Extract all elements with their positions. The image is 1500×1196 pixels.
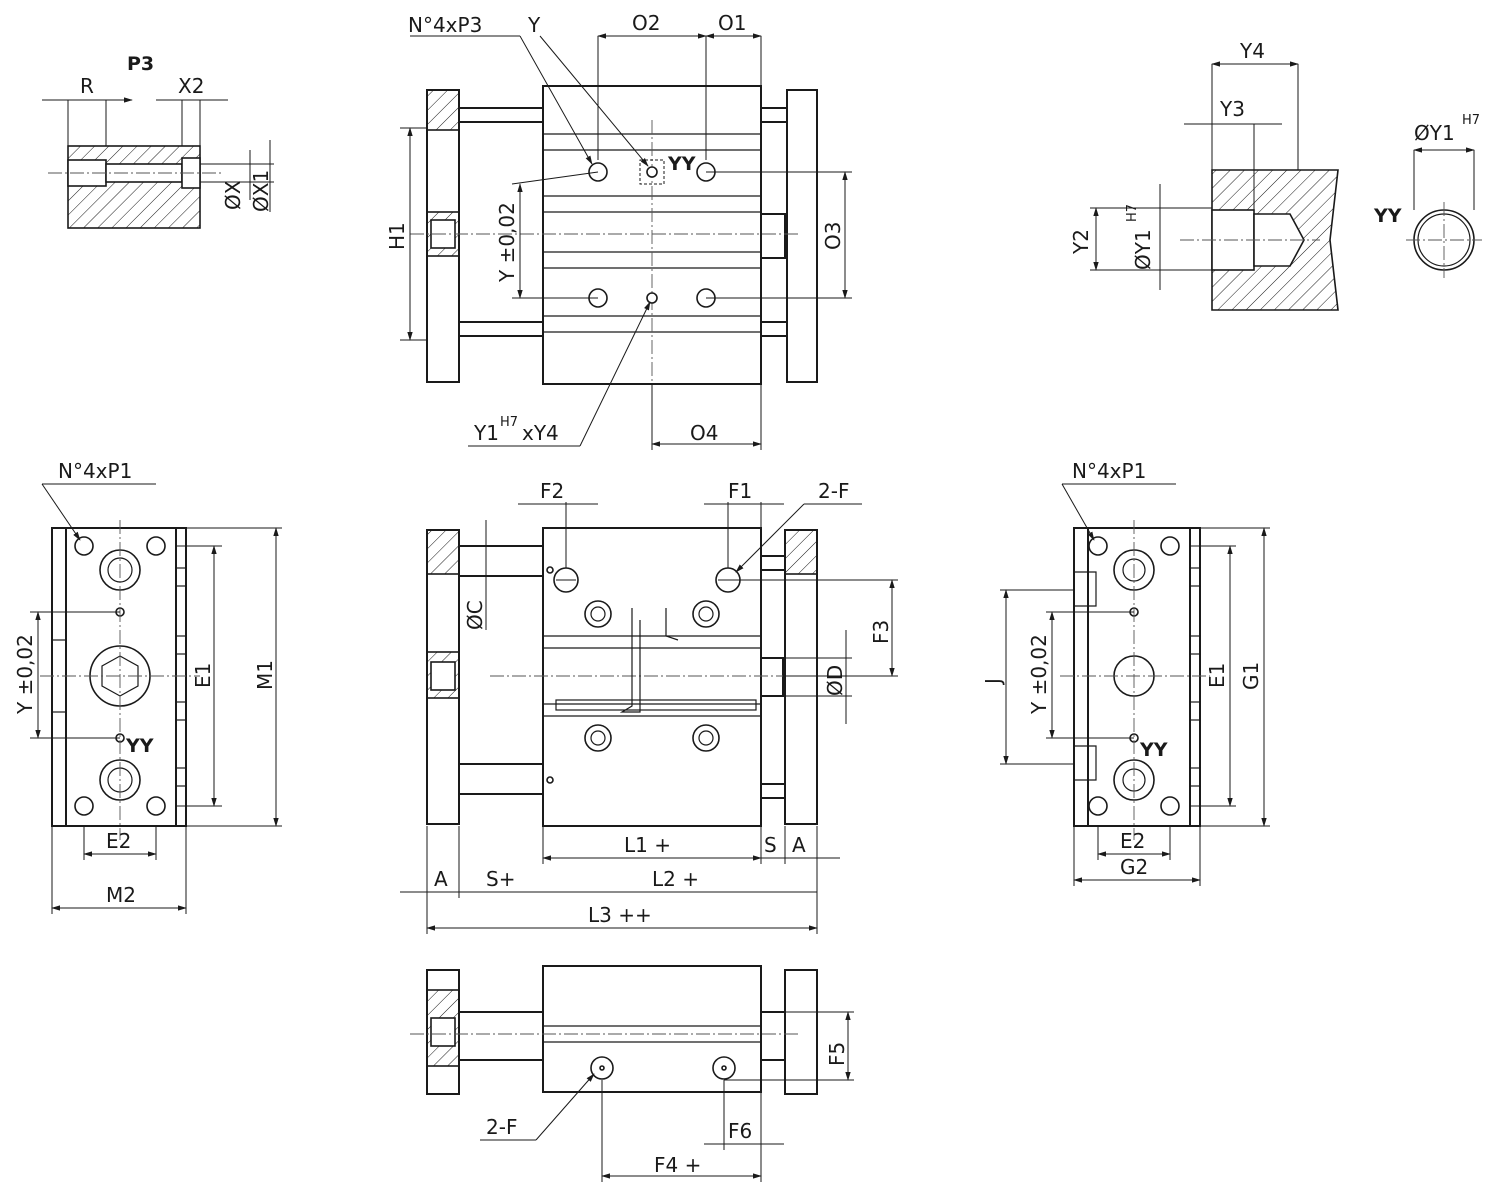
f2-label: F2 (540, 479, 564, 503)
right-hole-p1-4 (1160, 796, 1180, 816)
front-mount-hole-3 (584, 724, 612, 752)
f5-label: F5 (825, 1042, 849, 1066)
y-tol-left-label: Y ±0,02 (13, 634, 37, 715)
j-label: J (981, 678, 1005, 686)
detail-yy: Y4 Y3 Y2 ØY1 H7 YY ØY1 H7 (1069, 39, 1482, 311)
e1-right-label: E1 (1205, 663, 1229, 688)
front-piston-rod-end (760, 657, 784, 697)
f3-label: F3 (869, 620, 893, 644)
dia-y1-section-label: ØY1 (1131, 229, 1155, 270)
right-end-view: N°4xP1 J Y ±0,02 YY E1 G1 E2 G2 (981, 459, 1270, 886)
top-view: N°4xP3 Y O2 O1 YY H1 Y ±0,02 O3 Y1 H7 xY… (385, 11, 852, 450)
detail-p3: P3 R X2 ØX ØX1 (42, 53, 274, 229)
top-right-plate (786, 89, 818, 383)
s-plus-label: S+ (486, 867, 515, 891)
left-hole-p1-3 (74, 796, 94, 816)
bottom-guide-rod (458, 1011, 544, 1061)
right-hole-p1-2 (1160, 536, 1180, 556)
yy-top-label: YY (667, 153, 696, 175)
l1-label: L1 + (624, 833, 671, 857)
r-label: R (80, 74, 94, 98)
g2-label: G2 (1120, 855, 1148, 879)
o4-label: O4 (690, 421, 718, 445)
l2-label: L2 + (652, 867, 699, 891)
y2-label: Y2 (1069, 229, 1093, 255)
f1-label: F1 (728, 479, 752, 503)
two-f-bottom-label: 2-F (486, 1115, 517, 1139)
two-f-front-label: 2-F (818, 479, 849, 503)
right-hole-p1-3 (1088, 796, 1108, 816)
bottom-view: F5 F6 F4 + 2-F (410, 965, 854, 1182)
f4-label: F4 + (654, 1153, 701, 1177)
front-guide-rod-upper (458, 545, 544, 577)
bottom-right-plate (784, 969, 818, 1095)
dia-x-label: ØX (221, 180, 245, 210)
front-sensor-wire-2 (665, 608, 679, 641)
o1-label: O1 (718, 11, 746, 35)
f6-label: F6 (728, 1119, 752, 1143)
y1-h7-label: H7 (500, 415, 518, 430)
dia-y1-circle-h7: H7 (1462, 113, 1480, 128)
y-tol-top-label: Y ±0,02 (495, 202, 519, 283)
top-left-plate-section (426, 89, 460, 131)
m1-label: M1 (253, 660, 277, 690)
dia-y1-circle-label: ØY1 (1414, 121, 1455, 145)
p3-title: P3 (127, 53, 154, 75)
yy-right-label: YY (1139, 739, 1168, 761)
g1-label: G1 (1239, 662, 1263, 690)
x2-label: X2 (178, 74, 204, 98)
y1-label: Y1 (473, 421, 499, 445)
e2-left-label: E2 (106, 829, 131, 853)
top-piston-rod-end (760, 213, 786, 259)
a-right-label: A (792, 833, 806, 857)
e1-left-label: E1 (191, 663, 215, 688)
y-label: Y (527, 13, 541, 37)
yy-left-label: YY (125, 735, 154, 757)
yy-detail-title: YY (1373, 205, 1402, 227)
front-left-plate-section (426, 529, 460, 575)
left-hole-p1-2 (146, 536, 166, 556)
front-mount-hole-2 (692, 600, 720, 628)
xy4-label: xY4 (522, 421, 559, 445)
y3-label: Y3 (1219, 97, 1245, 121)
o2-label: O2 (632, 11, 660, 35)
front-mount-hole-1 (584, 600, 612, 628)
top-guide-rod-upper (458, 107, 544, 123)
n4p1-right-label: N°4xP1 (1072, 459, 1146, 483)
dia-c-label: ØC (463, 600, 487, 630)
n4p1-left-label: N°4xP1 (58, 459, 132, 483)
s-label: S (764, 833, 777, 857)
o3-label: O3 (821, 222, 845, 250)
p3-section-body (67, 145, 201, 229)
front-sensor-wire-1 (619, 608, 641, 713)
left-end-view: N°4xP1 YY E1 M1 Y ±0,02 E2 M2 (13, 459, 282, 914)
n4p3-label: N°4xP3 (408, 13, 482, 37)
dia-y1-section-h7: H7 (1125, 204, 1140, 222)
e2-right-label: E2 (1120, 829, 1145, 853)
top-pin-hole-yy (646, 166, 658, 178)
left-hole-p1-4 (146, 796, 166, 816)
right-hole-p1-1 (1088, 536, 1108, 556)
dia-x1-label: ØX1 (249, 170, 273, 212)
top-guide-rod-lower (458, 321, 544, 337)
y4-label: Y4 (1239, 39, 1265, 63)
a-left-label: A (434, 867, 448, 891)
front-guide-rod-lower (458, 763, 544, 795)
h1-label: H1 (385, 222, 409, 250)
y-tol-right-label: Y ±0,02 (1027, 634, 1051, 715)
dia-d-label: ØD (823, 665, 847, 696)
l3-label: L3 ++ (588, 903, 652, 927)
front-view: F2 F1 2-F ØC F3 ØD L1 + S A A S+ L2 + L3… (400, 479, 898, 934)
left-hole-p1-1 (74, 536, 94, 556)
front-mount-hole-4 (692, 724, 720, 752)
m2-label: M2 (106, 883, 136, 907)
